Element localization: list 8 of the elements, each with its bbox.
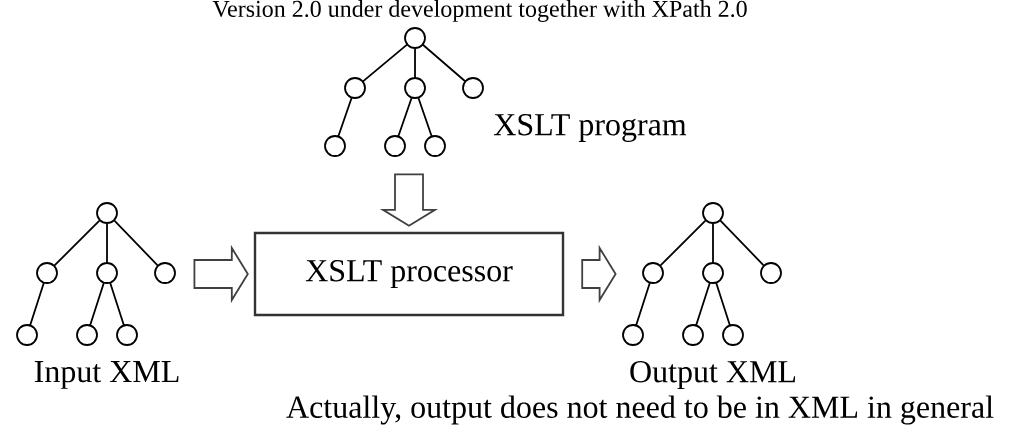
note-text: Actually, output does not need to be in XML in general xyxy=(286,395,994,425)
block-arrow xyxy=(581,244,617,304)
tree-caption: Input XML xyxy=(34,361,179,389)
block-arrow xyxy=(379,173,439,227)
processor-box: XSLT processor xyxy=(253,231,565,317)
tree-caption: XSLT program xyxy=(493,113,687,143)
tree-caption: Output XML xyxy=(630,361,796,389)
block-arrow xyxy=(193,244,249,304)
